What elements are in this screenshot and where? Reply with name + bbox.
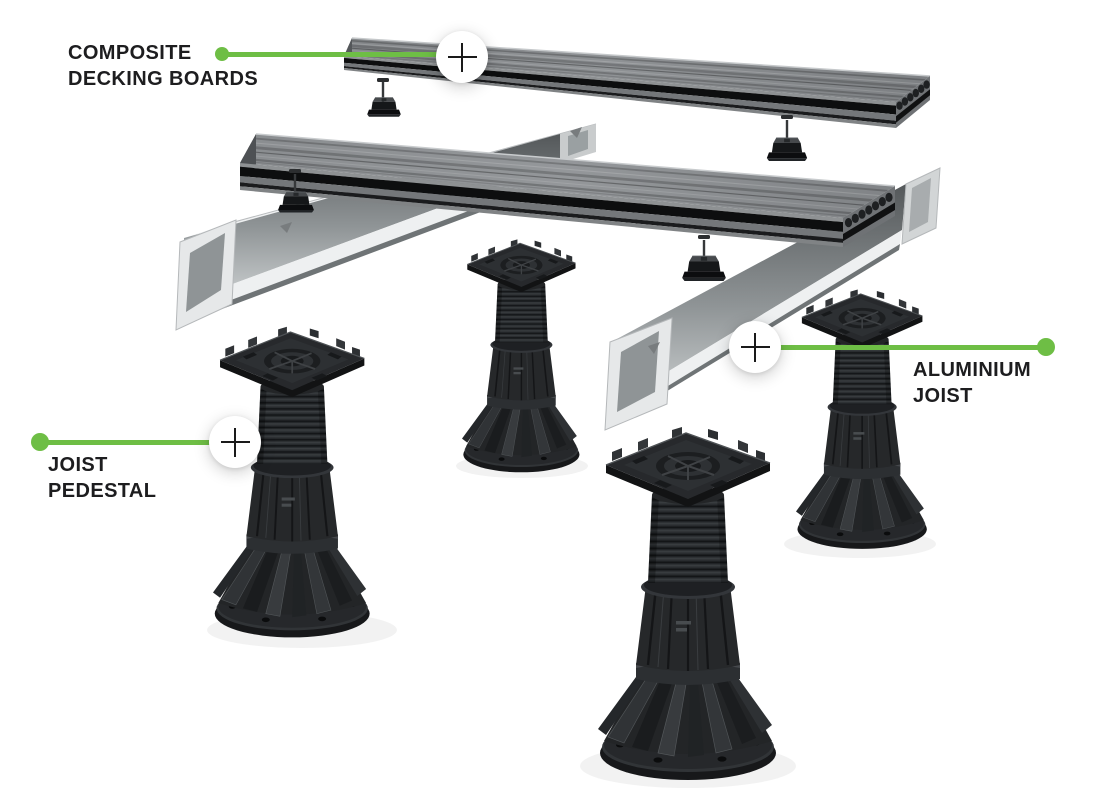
label-line: JOIST	[913, 385, 973, 407]
label-line: PEDESTAL	[48, 480, 157, 502]
fixing-clip-screw-3	[277, 169, 315, 213]
label-composite-decking-boards: COMPOSITE DECKING BOARDS	[68, 40, 258, 92]
fixing-clip-screw-1	[366, 78, 402, 118]
composite-decking-board-lower	[240, 133, 896, 247]
label-line: DECKING BOARDS	[68, 68, 259, 90]
label-line: ALUMINIUM	[913, 359, 1032, 381]
fixing-clip-screw-2	[766, 115, 808, 162]
joist-pedestal-back	[461, 238, 581, 474]
hotspot-joist-pedestal[interactable]	[209, 416, 261, 468]
leader-dot-decking	[215, 47, 229, 61]
leader-line-pedestal	[40, 440, 235, 445]
fixing-clip-screw-4	[681, 235, 727, 282]
leader-line-joist	[755, 345, 1046, 350]
hotspot-composite-decking-boards[interactable]	[436, 31, 488, 83]
label-aluminium-joist: ALUMINIUM JOIST	[913, 357, 1031, 409]
hotspot-aluminium-joist[interactable]	[729, 321, 781, 373]
joist-pedestal-left	[211, 325, 371, 639]
label-line: JOIST	[48, 454, 108, 476]
joist-pedestal-front	[596, 425, 778, 782]
label-joist-pedestal: JOIST PEDESTAL	[48, 452, 156, 504]
label-line: COMPOSITE	[68, 42, 192, 64]
leader-dot-pedestal	[31, 433, 49, 451]
joist-pedestal-right	[795, 288, 928, 550]
leader-line-decking	[222, 52, 462, 57]
leader-dot-joist	[1037, 338, 1055, 356]
